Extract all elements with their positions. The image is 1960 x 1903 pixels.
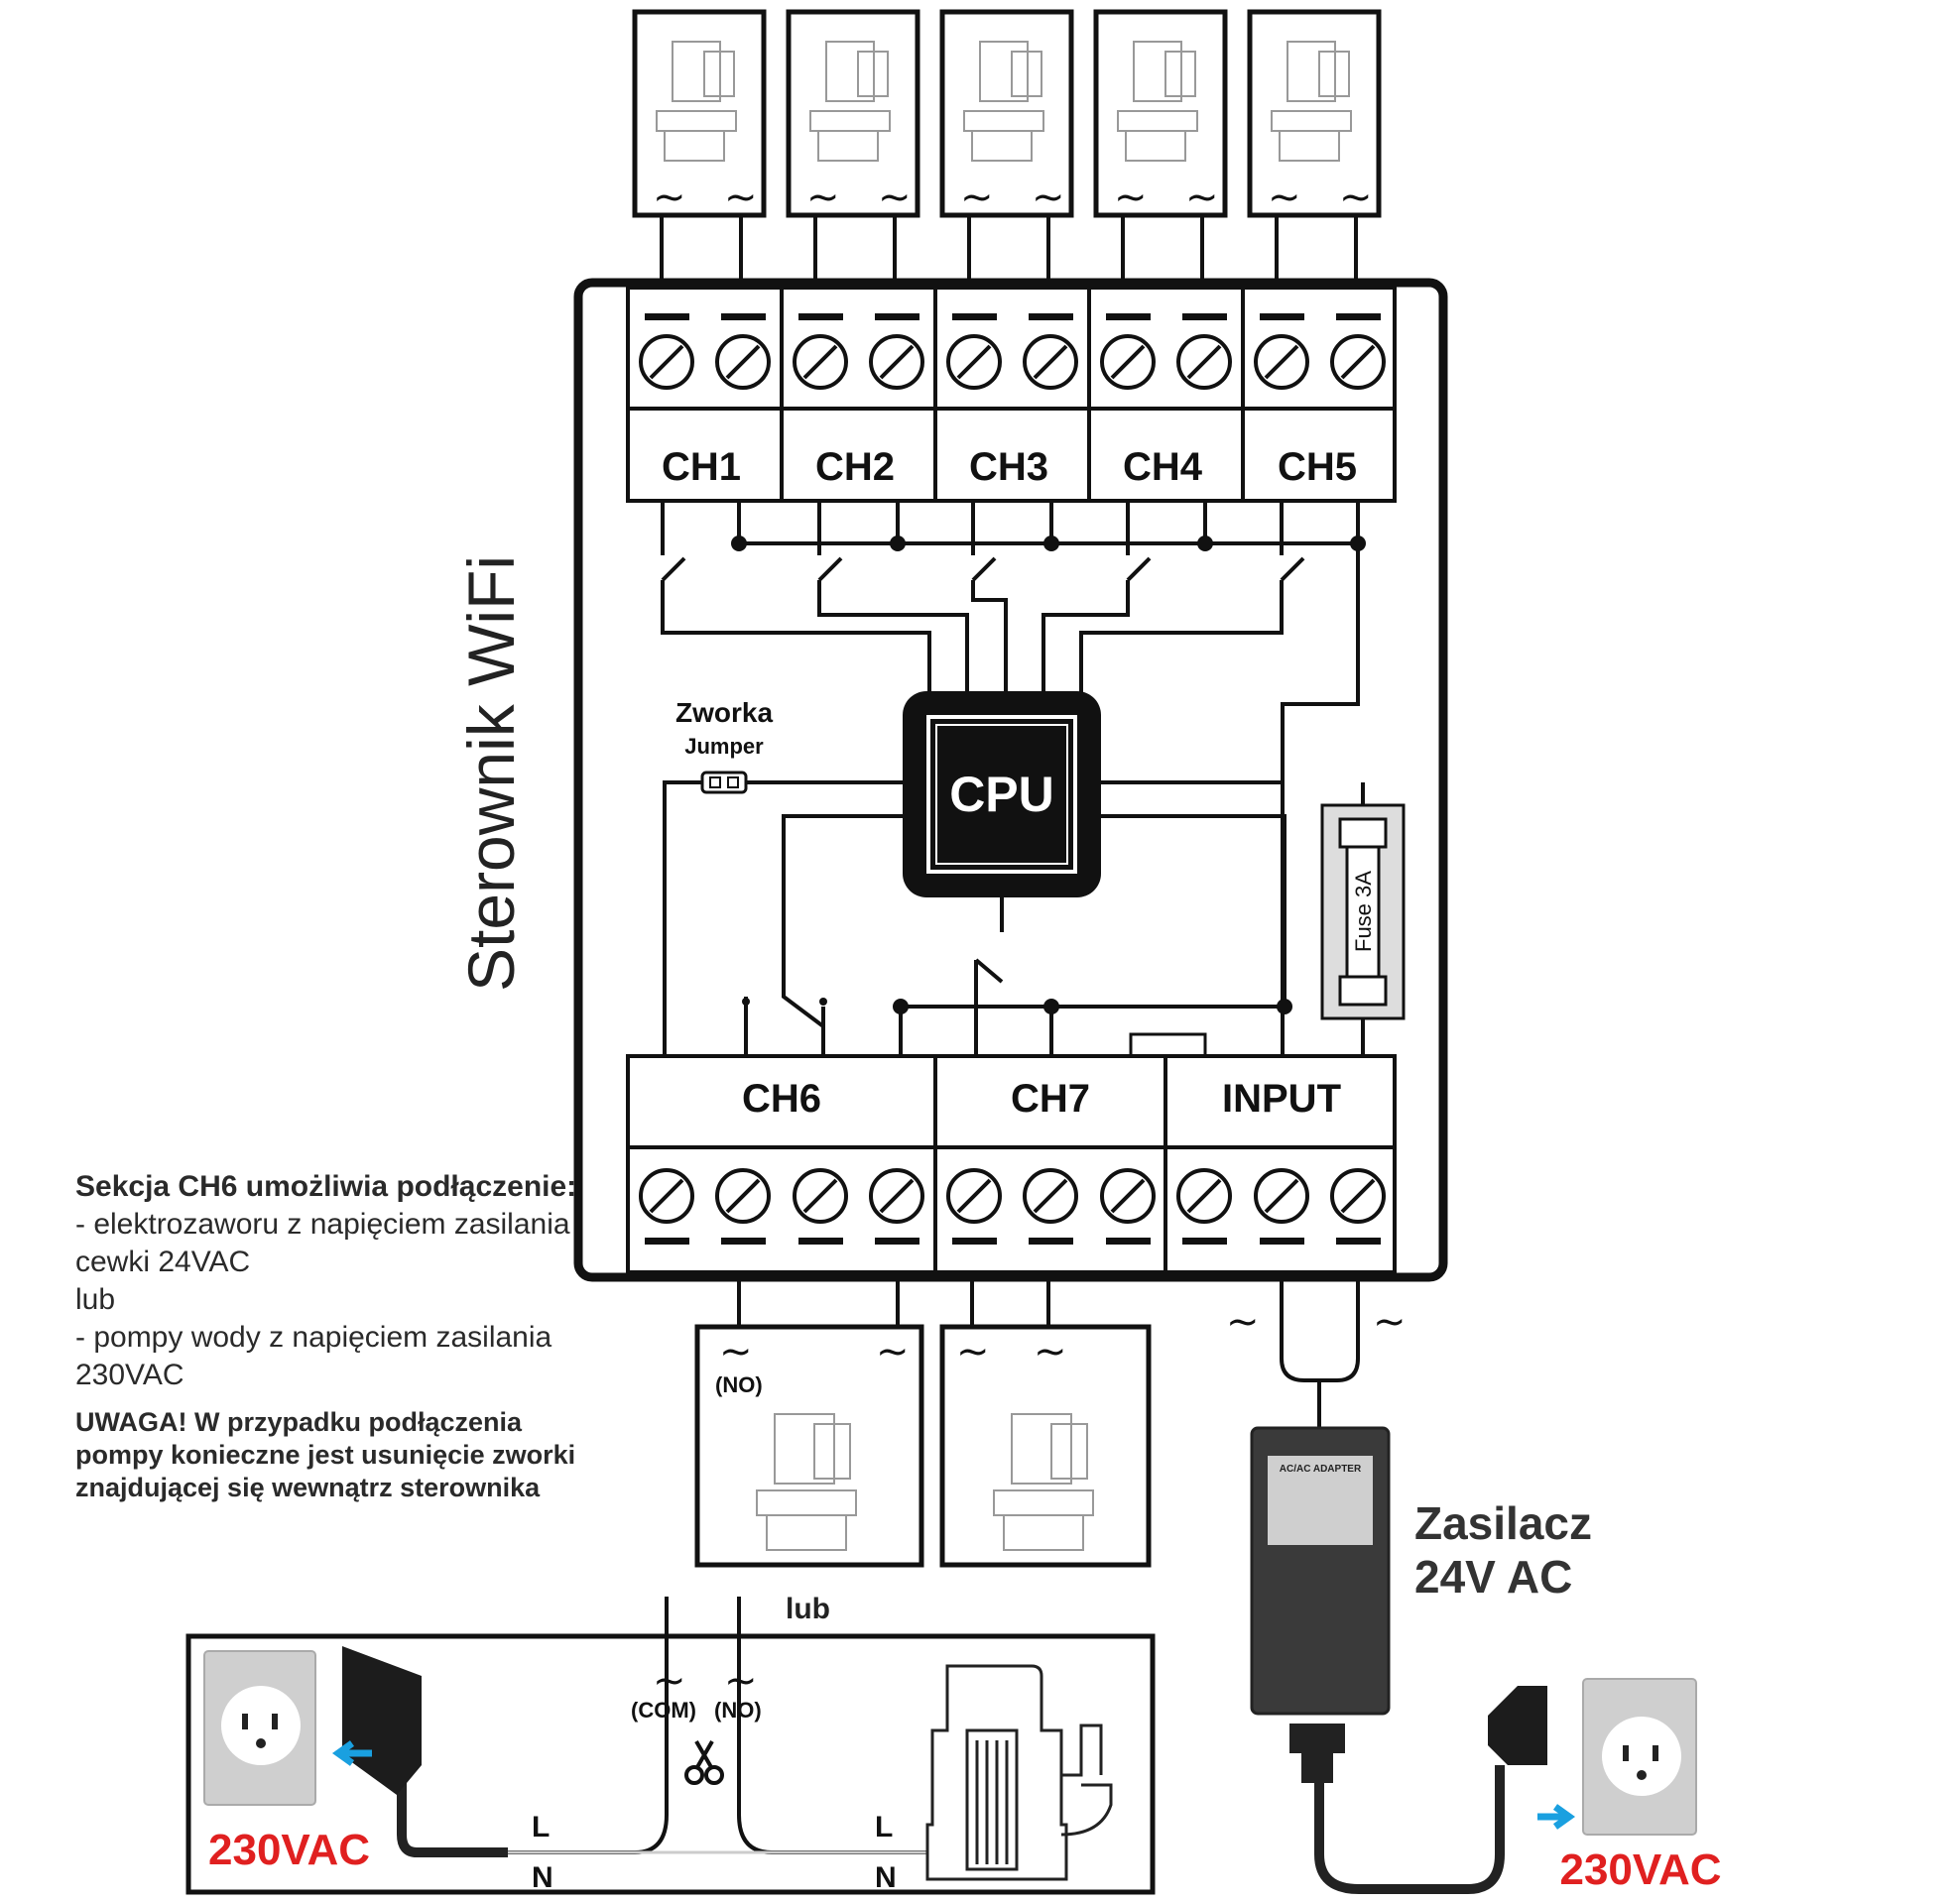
neutral-label-left: N: [532, 1861, 553, 1894]
com-label: (COM): [631, 1698, 696, 1723]
power-supply-title-1: Zasilacz: [1414, 1497, 1592, 1549]
top-terminal-block: CH1 CH2 CH3 CH4 CH5: [626, 286, 1397, 503]
relay-wiring-top: [661, 501, 1360, 1056]
terminal-label-ch1: CH1: [662, 445, 741, 489]
right-mains-voltage: 230VAC: [1559, 1845, 1721, 1894]
line-label-left: L: [532, 1811, 550, 1844]
valve-ch2: ~ ~: [786, 9, 920, 220]
bottom-valve-wires: [737, 1277, 1050, 1327]
junction-dots-bottom: [742, 998, 1292, 1014]
left-mains-voltage: 230VAC: [208, 1826, 370, 1874]
bottom-terminal-block: CH6 CH7 INPUT: [626, 1032, 1397, 1274]
tilde-right: ~: [878, 175, 912, 220]
tilde-left: ~: [1114, 175, 1148, 220]
adapter-label: AC/AC ADAPTER: [1280, 1464, 1362, 1475]
right-plug: [1488, 1686, 1547, 1765]
pump-mains-cable: [397, 1686, 508, 1857]
controller-title: Sterownik WiFi: [454, 555, 528, 992]
tilde-left: ~: [956, 1329, 990, 1374]
input-wire: [1280, 1277, 1360, 1428]
tilde-right: ~: [1034, 1329, 1067, 1374]
top-valve-wires: [660, 215, 1358, 283]
neutral-label-right: N: [875, 1861, 897, 1894]
no-label-pump: (NO): [714, 1698, 762, 1723]
right-arrow-icon: [1537, 1804, 1576, 1830]
input-tilde-right: ~: [1373, 1299, 1407, 1345]
valve-ch4: ~ ~: [1093, 9, 1228, 220]
solenoid-valve-icon: [1271, 41, 1352, 162]
power-adapter: AC/AC ADAPTER: [1250, 1426, 1391, 1783]
cpu-chip: CPU: [903, 691, 1101, 897]
terminal-label-ch4: CH4: [1123, 445, 1203, 489]
power-supply-title-2: 24V AC: [1414, 1551, 1572, 1603]
junction-dots-top: [731, 535, 1366, 551]
pump-icon: [925, 1664, 1113, 1881]
right-wall-socket: [1582, 1678, 1697, 1836]
valve-ch3: ~ ~: [939, 9, 1074, 220]
tilde-right: ~: [1185, 175, 1219, 220]
left-arrow-icon: [331, 1740, 372, 1766]
valve-ch7: ~ ~: [939, 1324, 1152, 1568]
terminal-label-ch3: CH3: [969, 445, 1048, 489]
tilde-left: ~: [1268, 175, 1301, 220]
line-label-right: L: [875, 1811, 893, 1844]
tilde-left: ~: [960, 175, 994, 220]
fuse: Fuse 3A: [1320, 803, 1406, 1020]
tilde-right: ~: [1339, 175, 1373, 220]
note-line-valve: - elektrozaworu z napięciem zasilania ce…: [75, 1208, 570, 1278]
cpu-label: CPU: [949, 767, 1054, 822]
left-plug: [342, 1646, 422, 1795]
jumper-icon: [700, 771, 748, 794]
jumper-label-en: Jumper: [684, 734, 764, 759]
note-heading: Sekcja CH6 umożliwia podłączenie:: [75, 1170, 577, 1203]
tilde-left: ~: [719, 1329, 753, 1374]
solenoid-valve-icon: [656, 41, 737, 162]
or-label: lub: [786, 1593, 830, 1625]
scissors-icon: [684, 1740, 724, 1785]
note-warning: UWAGA! W przypadku podłączenia pompy kon…: [75, 1407, 576, 1502]
adapter-mains-cable: [1314, 1765, 1505, 1894]
tilde-left: ~: [653, 175, 686, 220]
tilde-right: ~: [724, 175, 758, 220]
note-or: lub: [75, 1283, 116, 1316]
jumper-label-pl: Zworka: [675, 697, 773, 728]
terminal-label-ch6: CH6: [742, 1077, 821, 1121]
tilde-left: ~: [806, 175, 840, 220]
relay-wiring-middle: [663, 780, 1286, 1056]
solenoid-valve-icon: [993, 1413, 1094, 1551]
fuse-label: Fuse 3A: [1351, 871, 1376, 952]
valve-ch5: ~ ~: [1247, 9, 1382, 220]
solenoid-valve-icon: [963, 41, 1044, 162]
solenoid-valve-icon: [1117, 41, 1198, 162]
solenoid-valve-icon: [756, 1413, 857, 1551]
left-wall-socket: [203, 1650, 316, 1806]
no-tilde: ~: [724, 1658, 758, 1704]
pump-section: ~ (COM) ~ (NO) L N L N 230VAC: [185, 1597, 1156, 1895]
terminal-label-ch5: CH5: [1278, 445, 1357, 489]
note-line-pump: - pompy wody z napięciem zasilania 230VA…: [75, 1321, 552, 1391]
com-tilde: ~: [653, 1658, 686, 1704]
terminal-label-input: INPUT: [1222, 1077, 1341, 1121]
tilde-right: ~: [876, 1329, 910, 1374]
tilde-right: ~: [1032, 175, 1065, 220]
input-tilde-left: ~: [1226, 1299, 1260, 1345]
solenoid-valve-icon: [809, 41, 891, 162]
no-label: (NO): [715, 1372, 763, 1397]
terminal-label-ch7: CH7: [1011, 1077, 1090, 1121]
terminal-label-ch2: CH2: [815, 445, 895, 489]
top-valves: ~ ~ ~ ~ ~ ~ ~: [632, 9, 1382, 220]
ch6-note: Sekcja CH6 umożliwia podłączenie: - elek…: [75, 1168, 591, 1504]
valve-ch1: ~ ~: [632, 9, 767, 220]
valve-ch6: ~ (NO) ~: [694, 1324, 924, 1568]
